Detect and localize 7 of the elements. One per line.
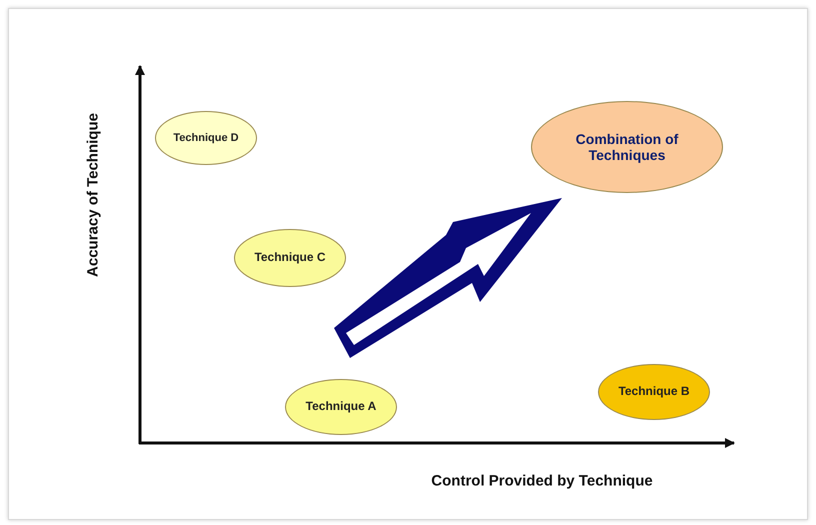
- ellipse-label: Technique A: [304, 400, 378, 414]
- ellipse-label: Technique C: [253, 251, 327, 265]
- axis-label: Control Provided by Technique: [431, 472, 653, 490]
- ellipse-label: Technique B: [617, 385, 691, 399]
- axis-label: Accuracy of Technique: [84, 113, 102, 277]
- ellipse-label: Combination of Techniques: [574, 130, 680, 164]
- ellipse-label: Technique D: [172, 132, 240, 144]
